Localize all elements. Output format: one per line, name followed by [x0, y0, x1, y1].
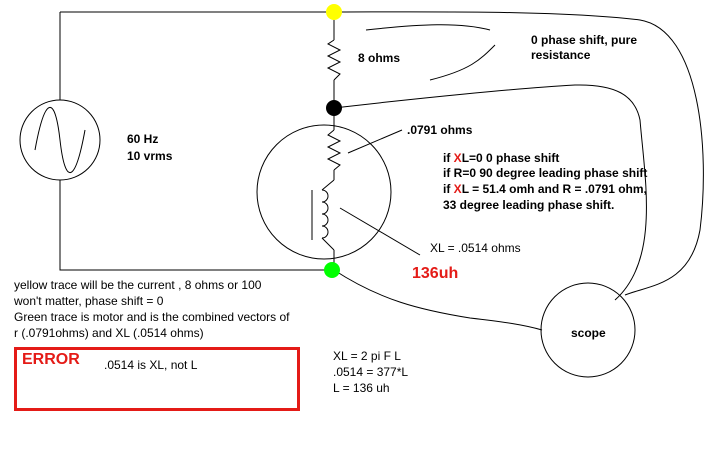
phase-note-line1: 0 phase shift, pure [531, 33, 638, 47]
source-frequency: 60 Hz [127, 132, 159, 146]
inductance-label: 136uh [412, 265, 459, 282]
trace-note-2: won't matter, phase shift = 0 [14, 294, 164, 308]
error-message: .0514 is XL, not L [104, 358, 198, 372]
yellow-node [326, 4, 342, 20]
scope-label: scope [571, 326, 606, 340]
ac-source [19, 99, 101, 181]
motor-xl-label: XL = .0514 ohms [430, 241, 521, 255]
probe-wires [333, 11, 704, 331]
motor-circle [256, 124, 392, 260]
trace-note-4: r (.0791ohms) and XL (.0514 ohms) [14, 326, 204, 340]
trace-note-1: yellow trace will be the current , 8 ohm… [14, 278, 262, 292]
phase-line-3: if XL = 51.4 omh and R = .0791 ohm, [443, 182, 647, 196]
motor-resistor [326, 129, 342, 171]
resistor-label: 8 ohms [358, 51, 401, 65]
error-title: ERROR [22, 351, 80, 368]
sine-wave-icon [34, 106, 86, 174]
formula-line-2: .0514 = 377*L [333, 365, 409, 379]
leader-lines [339, 129, 421, 256]
phase-line-1: if XL=0 0 phase shift [443, 151, 560, 165]
formula-line-1: XL = 2 pi F L [333, 349, 401, 363]
source-voltage: 10 vrms [127, 149, 173, 163]
black-node [326, 100, 342, 116]
resistor-8-ohms [326, 39, 342, 81]
motor-inductor [311, 179, 335, 251]
green-node [324, 262, 340, 278]
trace-note-3: Green trace is motor and is the combined… [14, 310, 290, 324]
phase-line-2: if R=0 90 degree leading phase shift [443, 166, 648, 180]
circuit-wires [59, 11, 335, 271]
phase-note-line2: resistance [531, 48, 591, 62]
motor-r-label: .0791 ohms [407, 123, 473, 137]
error-box [14, 347, 300, 411]
phase-line-4: 33 degree leading phase shift. [443, 198, 615, 212]
formula-line-3: L = 136 uh [333, 381, 390, 395]
